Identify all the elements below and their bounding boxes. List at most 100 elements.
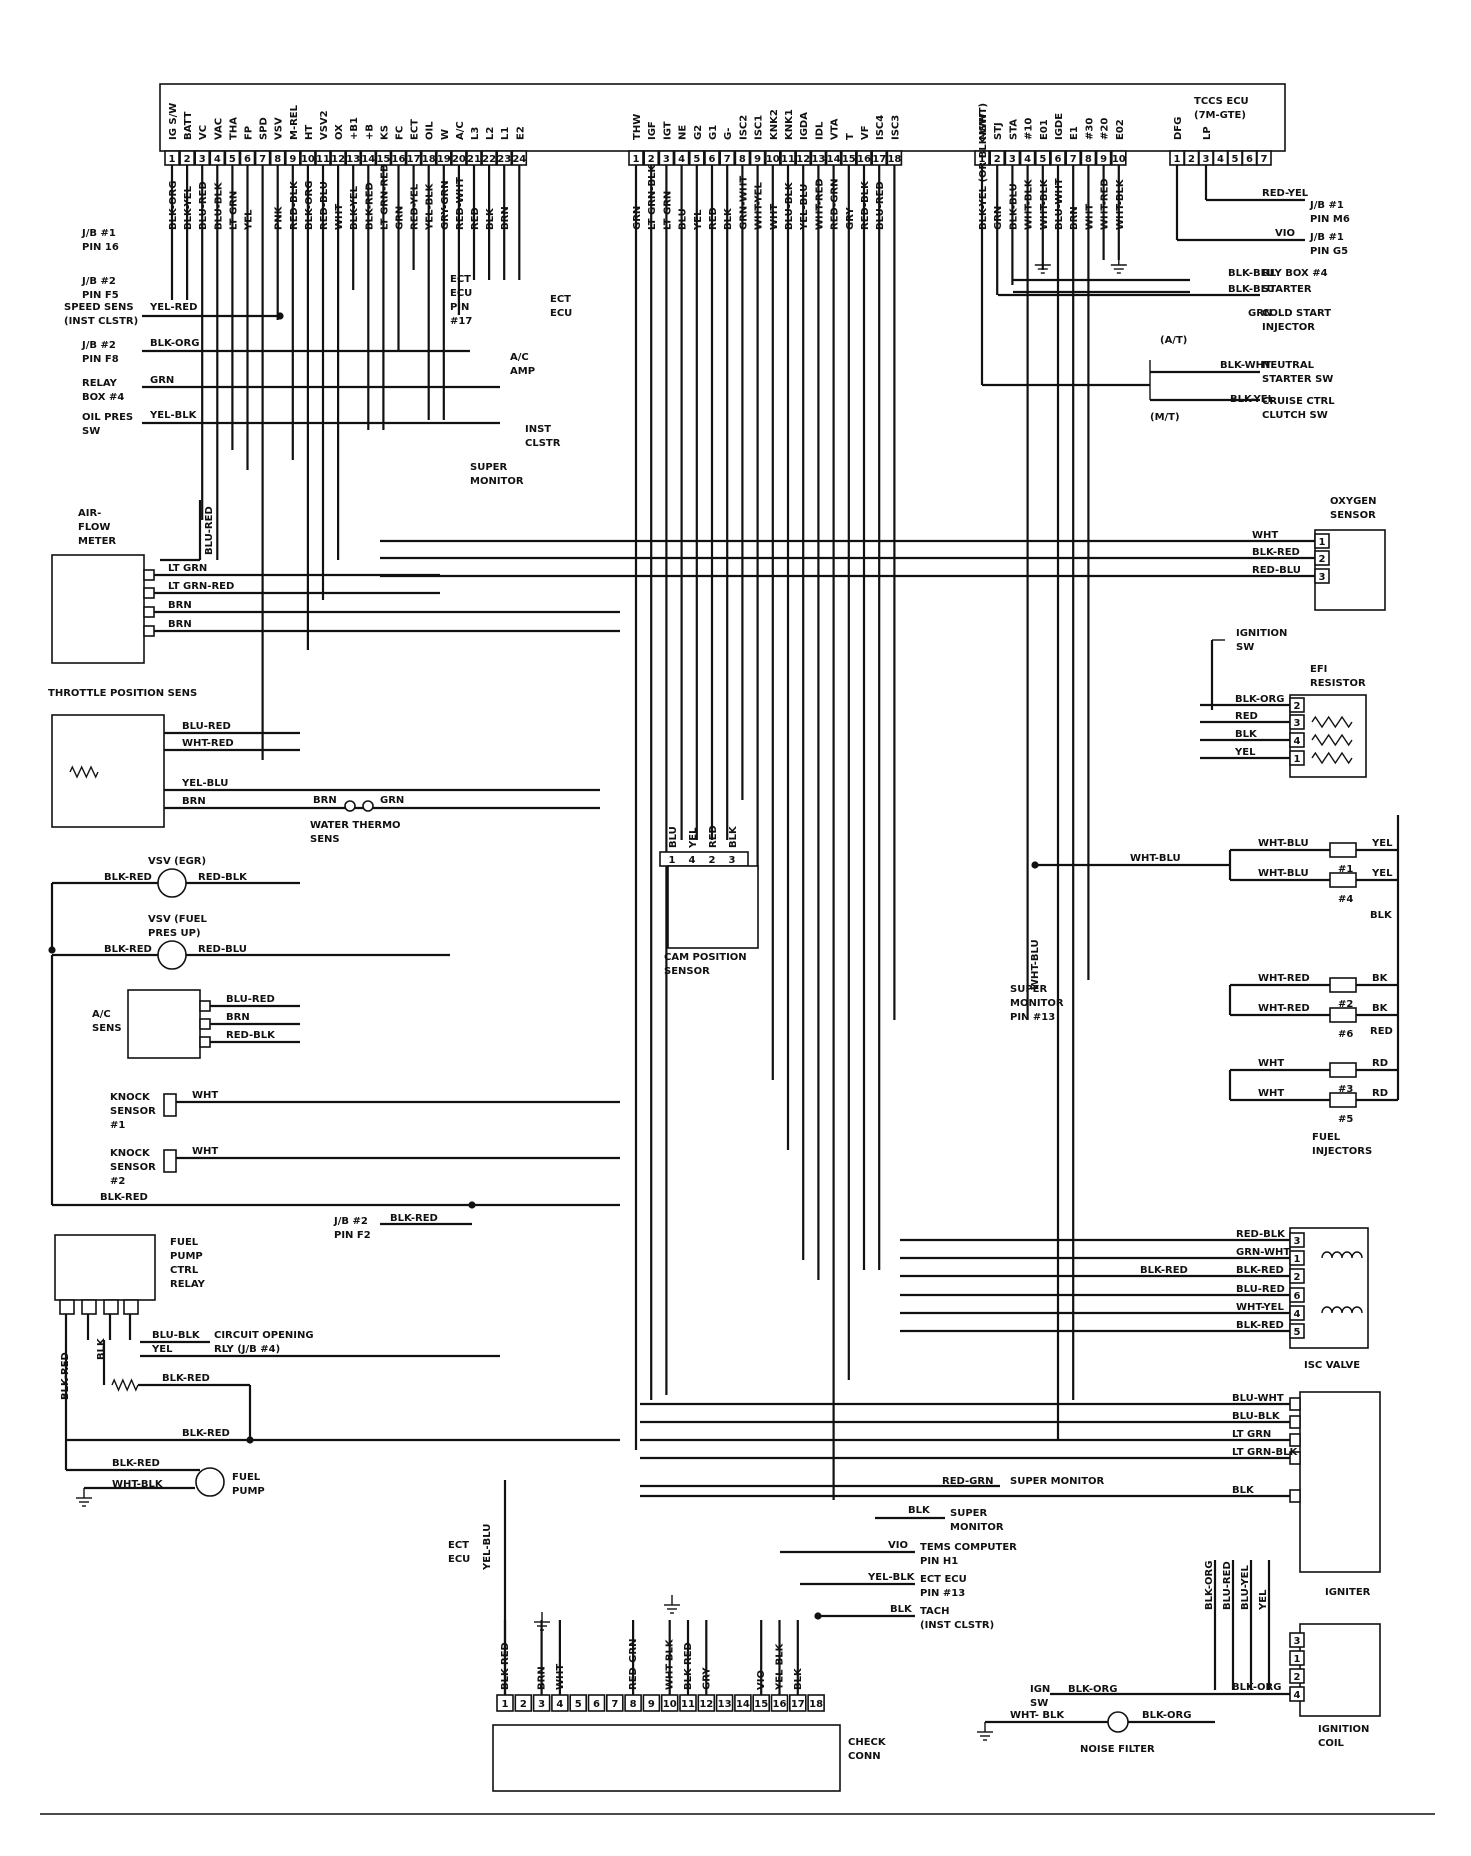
ecu-a-terminal-label: E2 <box>515 126 526 140</box>
ign-sw-label: IGN <box>1030 1684 1050 1695</box>
throttle-wire-label: WHT-RED <box>182 738 234 749</box>
jb2-pin-f2-label: PIN F2 <box>334 1230 371 1241</box>
injector-right-label: BK <box>1372 1003 1389 1014</box>
fuel-injectors-label: FUEL <box>1312 1132 1341 1143</box>
ignition-sw-label: SW <box>1236 642 1254 653</box>
noise-filter-icon <box>1107 1711 1129 1733</box>
knock1-wire-label: WHT <box>192 1090 218 1101</box>
ecu-b-wire-label: GRN-WHT <box>738 176 749 230</box>
ecu-title: TCCS ECU <box>1194 96 1249 107</box>
airflow-wire-label: BRN <box>168 619 192 630</box>
injector-number-label: #4 <box>1338 894 1353 905</box>
starter-label: STARTER <box>1262 284 1312 295</box>
tems-computer-label: PIN H1 <box>920 1556 958 1567</box>
injector-wire-label: WHT-BLU <box>1258 838 1309 849</box>
check-conn-pin-number: 18 <box>809 1699 823 1710</box>
fuel-injector-icon <box>1329 1007 1357 1023</box>
isc-valve-wire-label: BLK-RED <box>1236 1320 1284 1331</box>
ignition-coil-pin: 3 <box>1294 1636 1301 1647</box>
ecu-a-pin-number: 17 <box>407 154 421 165</box>
ignition-coil-pin: 2 <box>1294 1672 1301 1683</box>
ecu-a-pin-number: 13 <box>346 154 360 165</box>
ecu-c-terminal-label: IGDE <box>1054 113 1065 140</box>
ignition-coil-wire-label: BLU-YEL <box>1240 1564 1251 1610</box>
splice-dot <box>276 312 284 320</box>
super-monitor-wire-label: WHT-BLU <box>1030 939 1041 990</box>
knock-sensor1-label: #1 <box>110 1120 125 1131</box>
ecu-c-pin-number: 4 <box>1024 154 1031 165</box>
injector-number-label: #2 <box>1338 999 1353 1010</box>
super-monitor-red-grn-label: SUPER MONITOR <box>1010 1476 1105 1487</box>
ecu-b-wire-label: BLU-BLK <box>784 181 795 230</box>
check-conn-pin-number: 4 <box>556 1699 563 1710</box>
igniter-wire-label: LT GRN <box>1232 1429 1271 1440</box>
injector-wire-label: WHT <box>1258 1058 1284 1069</box>
ecu-a-wire-label: BLU-BLK <box>213 181 224 230</box>
ecu-a-pin-number: 11 <box>316 154 330 165</box>
vsv-egr-icon <box>157 868 187 898</box>
ignition-coil-pin: 4 <box>1294 1690 1301 1701</box>
inst-clstr-label: CLSTR <box>525 438 561 449</box>
vsv-fuel-label: VSV (FUEL <box>148 914 208 925</box>
check-conn-pin <box>569 1694 588 1712</box>
tach-label: TACH <box>920 1606 950 1617</box>
injector-right-label: YEL <box>1371 838 1393 849</box>
ecu-a-wire-label: RED-WHT <box>455 177 466 230</box>
ecu-a-wire-label: RED-YEL <box>410 183 421 230</box>
airflow-meter-pin <box>143 625 155 637</box>
ecu-d-terminal-label: DFG <box>1173 117 1184 140</box>
ac-amp-label: A/C <box>510 352 529 363</box>
ign-sw-label: SW <box>1030 1698 1048 1709</box>
ecu-b-terminal-label: VTA <box>830 118 841 140</box>
ecu-b-terminal-label: T <box>845 133 856 140</box>
water-thermo-sensor-icon <box>362 800 374 812</box>
ecu-b-terminal-label: ISC3 <box>890 115 901 140</box>
igniter-wire-label: BLU-BLK <box>1232 1411 1281 1422</box>
ecu-a-pin-number: 24 <box>512 154 526 165</box>
efi-resistor-icon <box>1311 715 1353 729</box>
ecu-a-terminal-label: +B1 <box>349 117 360 140</box>
oxygen-sensor-wire-label: WHT <box>1252 530 1278 541</box>
cam-sensor-wire-label: BLK <box>728 825 739 848</box>
oxygen-sensor-pin: 2 <box>1319 554 1326 565</box>
ecu-b-terminal-label: KNK1 <box>784 109 795 140</box>
ecu-a-pin-number: 3 <box>199 154 206 165</box>
check-conn-pin-number: 15 <box>754 1699 768 1710</box>
check-conn-pin-number: 7 <box>611 1699 618 1710</box>
ecu-d-pin-number: 3 <box>1203 154 1210 165</box>
ecu-b-terminal-label: KNK2 <box>769 109 780 140</box>
igniter-pin <box>1289 1415 1301 1429</box>
ecu-a-terminal-label: A/C <box>455 121 466 140</box>
cruise-ctrl-label: CLUTCH SW <box>1262 410 1328 421</box>
ecu-a-wire-label: LT GRN <box>228 191 239 230</box>
ac-sens-wire-label: BLU-RED <box>226 994 275 1005</box>
ecu-b-wire-label: RED <box>708 207 719 230</box>
vsv-fuel-wire-label: BLK-RED <box>104 944 152 955</box>
jb2-f8-wire-label: BLK-ORG <box>150 338 199 349</box>
tccs-ecu-box <box>159 83 1286 152</box>
ecu-a-terminal-label: L2 <box>485 127 496 140</box>
ecu-c-terminal-label: E01 <box>1039 119 1050 140</box>
efi-resistor-label: EFI <box>1310 664 1327 675</box>
efi-resistor-wire-label: YEL <box>1234 747 1256 758</box>
ecu-b-terminal-label: ISC1 <box>754 115 765 140</box>
knock-sensor1-icon <box>163 1093 177 1117</box>
throttle-wire-label: BRN <box>182 796 206 807</box>
check-conn-pin-number: 12 <box>699 1699 713 1710</box>
airflow-wire-label: BRN <box>168 600 192 611</box>
fuel-pump-relay-wire-label: BLU-BLK <box>152 1330 201 1341</box>
ecu-b-wire-label: GRY <box>845 207 856 230</box>
tach-wire-label: BLK <box>890 1604 913 1615</box>
ecu-b-wire-label: GRN <box>632 206 643 230</box>
ect-bottom-wire-label: YEL-BLU <box>482 1524 493 1571</box>
speed-sens-wire-label: YEL-RED <box>149 302 197 313</box>
cam-sensor-wire-label: RED <box>708 825 719 848</box>
fuel-injector-icon <box>1329 842 1357 858</box>
ignition-sw-label: IGNITION <box>1236 628 1287 639</box>
injector-wire-label: WHT-RED <box>1258 973 1310 984</box>
ecu-b-pin-number: 7 <box>724 154 731 165</box>
ecu-a-wire-label: YEL <box>244 209 255 231</box>
isc-valve-wire-label: GRN-WHT <box>1236 1247 1290 1258</box>
ecu-c-wire-label: BLK-BLU <box>1008 183 1019 230</box>
ecu-b-terminal-label: G1 <box>708 125 719 140</box>
